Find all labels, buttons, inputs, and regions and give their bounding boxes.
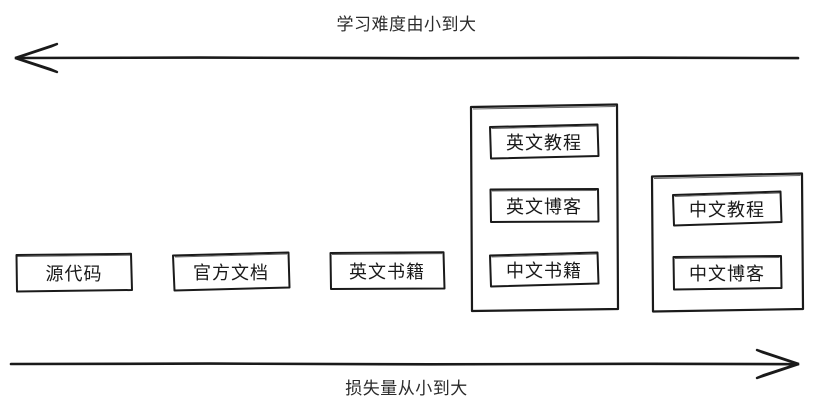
node-label: 中文教程: [689, 199, 765, 221]
node-label: 中文博客: [689, 263, 765, 285]
node-label: 英文教程: [506, 132, 582, 154]
bottom-axis-label: 损失量从小到大: [345, 379, 468, 399]
node-chinese-tutorial[interactable]: 中文教程: [671, 190, 783, 227]
node-chinese-blog[interactable]: 中文博客: [671, 254, 783, 291]
node-english-tutorial[interactable]: 英文教程: [488, 123, 600, 160]
node-label: 英文书籍: [349, 261, 425, 283]
top-axis-label: 学习难度由小到大: [336, 15, 477, 35]
sketch-rect-icon: [489, 188, 600, 223]
sketch-rect-icon: [489, 123, 600, 160]
sketch-rect-icon: [15, 252, 133, 293]
node-label: 中文书籍: [506, 260, 582, 282]
node-official-docs[interactable]: 官方文档: [171, 251, 291, 292]
sketch-rect-icon: [672, 255, 783, 291]
node-label: 英文博客: [506, 196, 582, 218]
sketch-rect-icon: [489, 251, 600, 288]
node-chinese-books[interactable]: 中文书籍: [488, 251, 600, 288]
group-chinese-resources[interactable]: 中文教程 中文博客: [649, 172, 805, 313]
node-label: 源代码: [45, 263, 103, 285]
node-english-blog[interactable]: 英文博客: [488, 187, 600, 224]
node-english-books[interactable]: 英文书籍: [328, 250, 446, 291]
group-english-resources[interactable]: 英文教程 英文博客 中文书籍: [468, 103, 620, 313]
top-left-arrow: [14, 42, 800, 74]
sketch-rect-icon: [172, 251, 291, 292]
node-source-code[interactable]: 源代码: [14, 252, 134, 293]
node-label: 官方文档: [193, 262, 269, 284]
sketch-rect-icon: [329, 251, 446, 290]
sketch-rect-icon: [672, 190, 783, 227]
